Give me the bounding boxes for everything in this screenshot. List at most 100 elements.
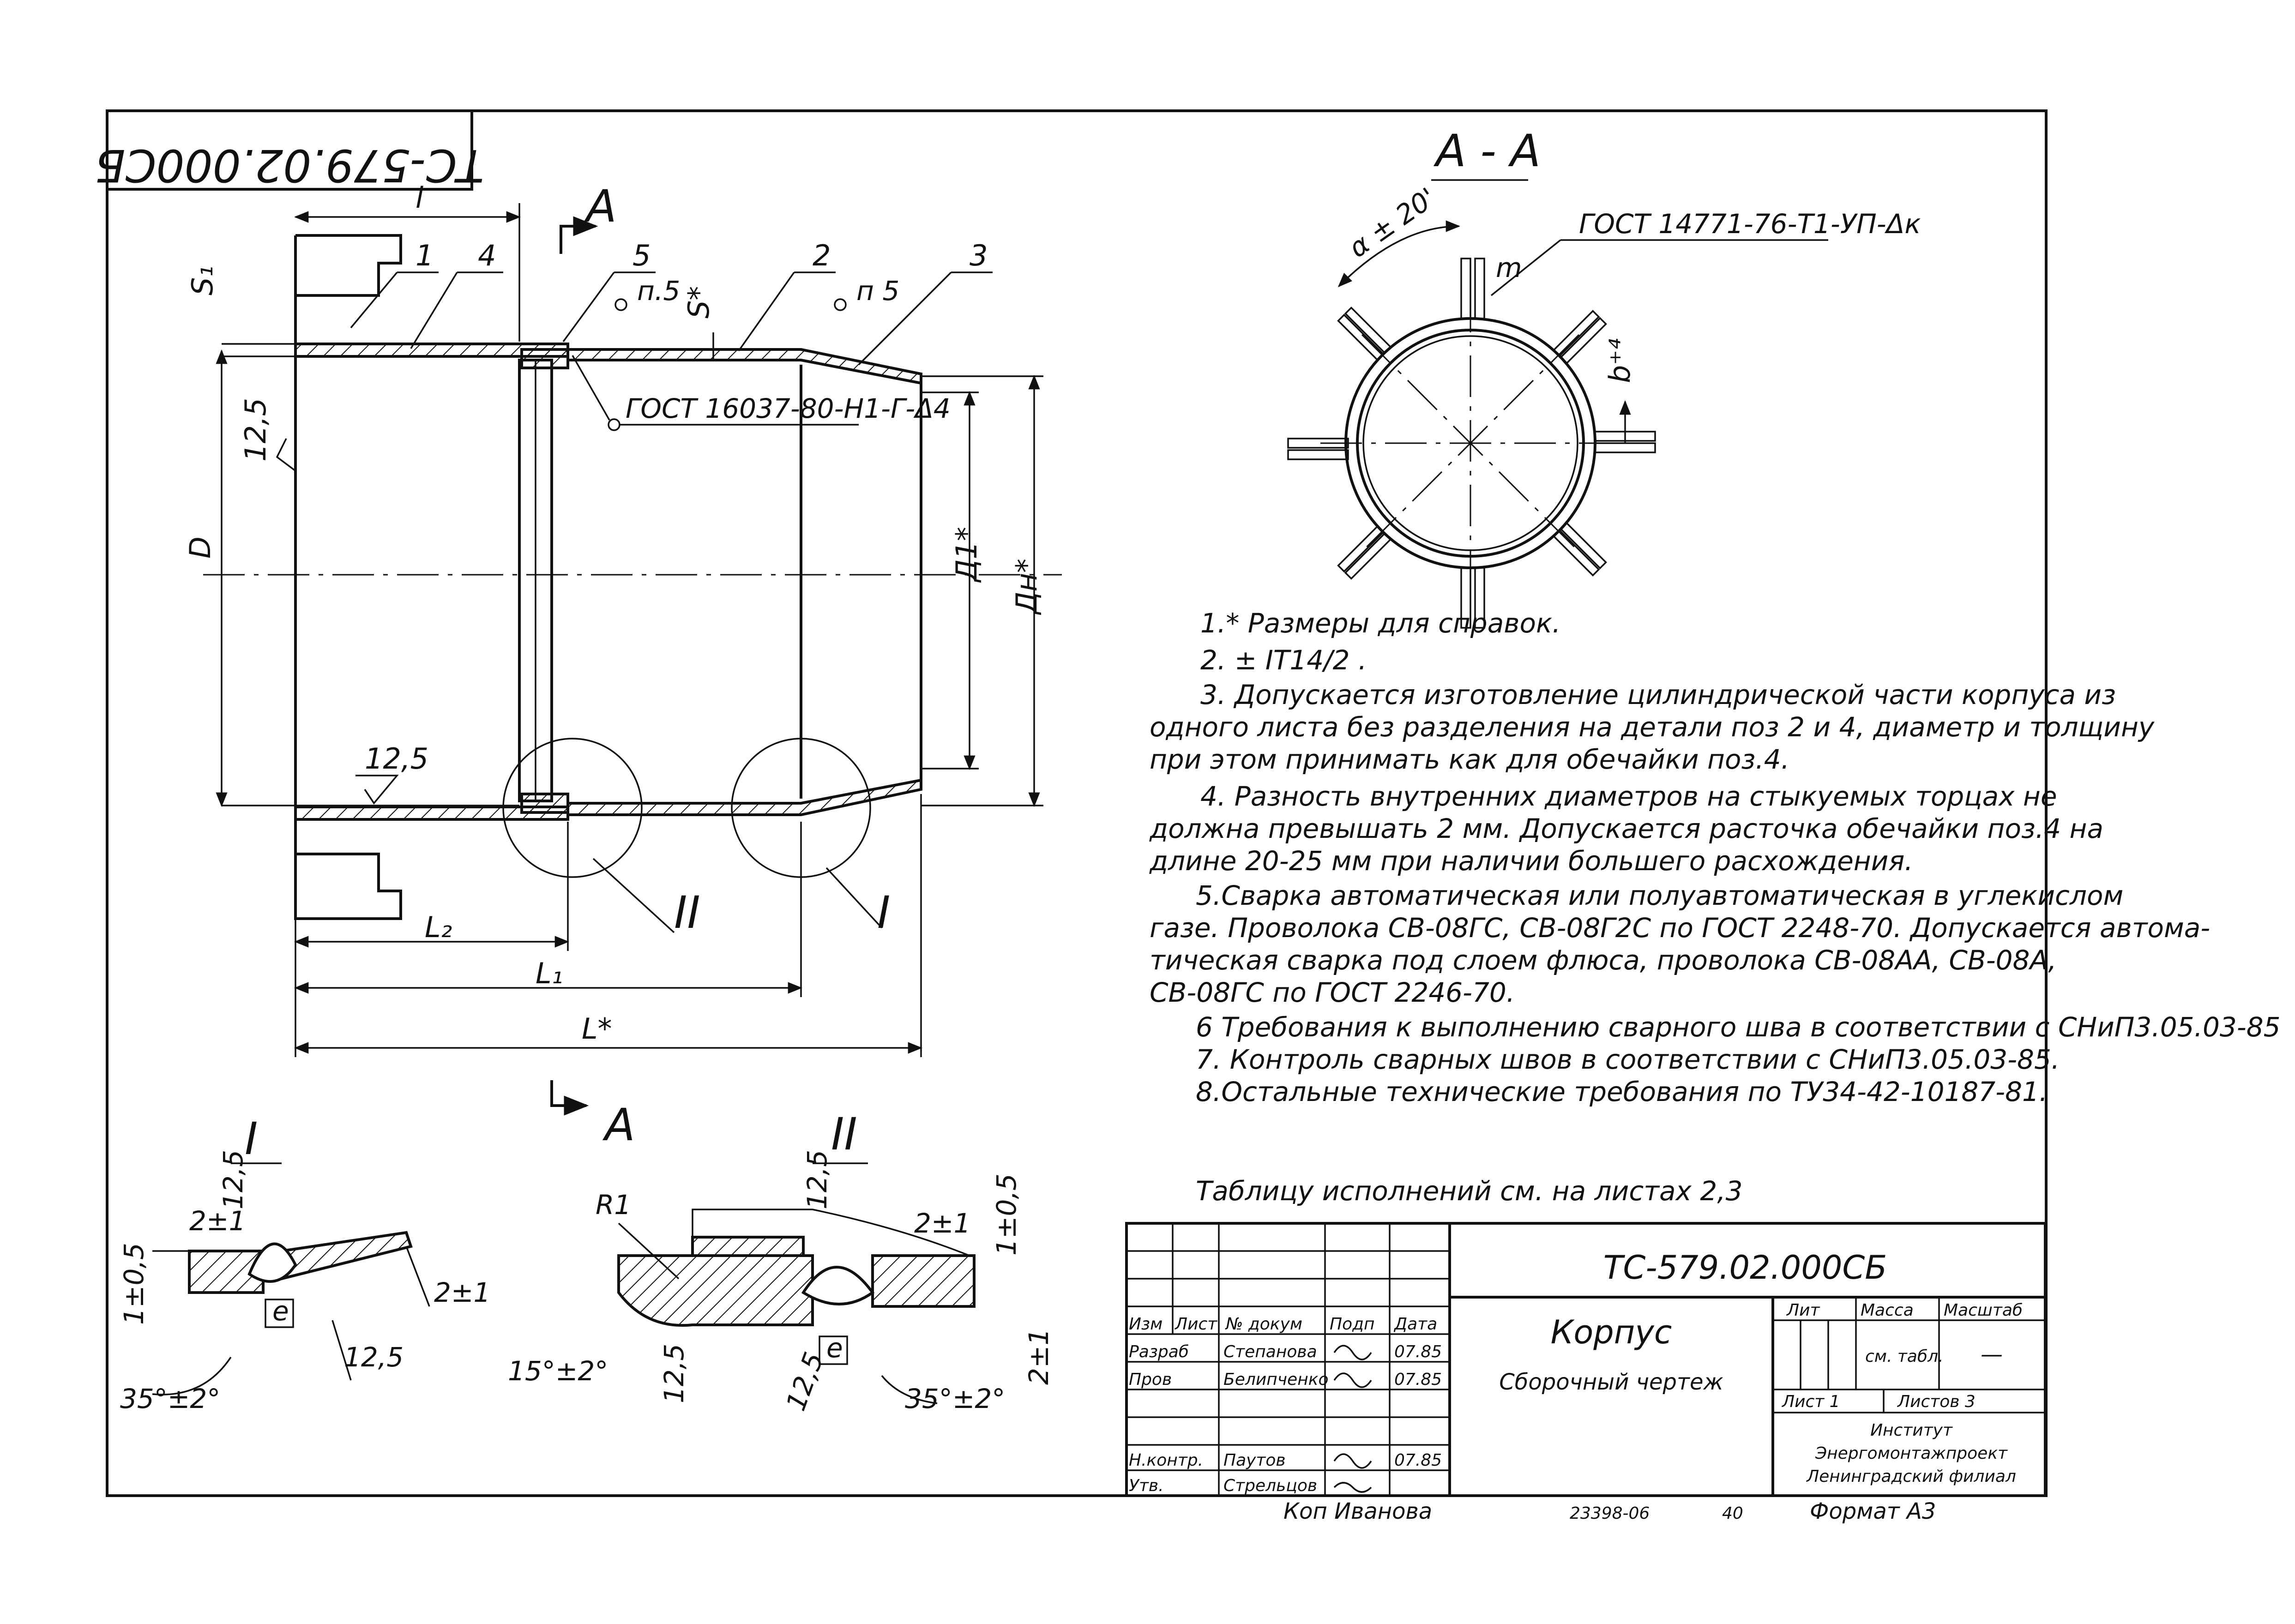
tb-designation: ТС-579.02.000СБ — [1603, 1249, 1887, 1287]
note-4: 4. Разность внутренних диаметров на стык… — [1200, 781, 2057, 812]
tb-role-4: Утв. — [1129, 1476, 1164, 1495]
tb-col-list: Лист — [1174, 1315, 1217, 1334]
footer-num: 40 — [1722, 1504, 1743, 1523]
detail-mark-II: II — [674, 887, 700, 938]
stamp-designation: ТС-579.02.000СБ — [95, 139, 484, 191]
detI-gap2: 2±1 — [434, 1277, 490, 1308]
detI-gap: 2±1 — [189, 1205, 246, 1237]
tb-scale-value: — — [1981, 1341, 2003, 1367]
detI-angle: 35°±2° — [120, 1383, 220, 1414]
detail-I: I 2±1 12,5 1±0,5 e 2±1 12,5 35°±2° — [118, 1113, 490, 1414]
note-6: 6 Требования к выполнению сварного шва в… — [1196, 1011, 2281, 1043]
tb-name-2: Белипченко — [1223, 1370, 1329, 1389]
footer-format: Формат А3 — [1810, 1498, 1936, 1524]
dim-l2: L₂ — [425, 910, 452, 944]
tb-col-doc: № докум — [1225, 1315, 1302, 1334]
detail-II: II R1 12,5 2±1 1±0,5 e 15°±2° 12,5 12,5 … — [508, 1108, 1054, 1415]
note-5d: СВ-08ГС по ГОСТ 2246-70. — [1150, 977, 1515, 1008]
tb-org-2: Энергомонтажпроект — [1815, 1444, 2008, 1463]
roughness-2: 12,5 — [365, 742, 428, 776]
pos-2: 2 — [813, 239, 831, 272]
tb-col-sign: Подп — [1330, 1315, 1375, 1334]
pos-4: 4 — [478, 239, 496, 272]
dim-l1: L₁ — [536, 956, 563, 990]
section-b: b⁺⁴ — [1603, 338, 1637, 383]
tb-role-3: Н.контр. — [1129, 1451, 1203, 1470]
tb-h-lit: Лит — [1786, 1301, 1820, 1320]
detII-rough-2: 12,5 — [658, 1344, 690, 1403]
tb-name-3: Паутов — [1223, 1451, 1286, 1470]
section-mark-top: А — [584, 180, 617, 232]
stamp-box: ТС-579.02.000СБ — [95, 109, 484, 191]
note-3c: при этом принимать как для обечайки поз.… — [1150, 744, 1789, 775]
tb-h-mass: Масса — [1861, 1301, 1914, 1320]
detI-e: e — [272, 1295, 289, 1327]
detII-angle-2: 35°±2° — [905, 1383, 1005, 1414]
tb-name: Корпус — [1551, 1313, 1672, 1351]
tb-date-2: 07.85 — [1394, 1370, 1442, 1389]
detII-rough-3: 12,5 — [780, 1348, 830, 1415]
tb-date-3: 07.85 — [1394, 1451, 1442, 1470]
detII-gap: 2±1 — [914, 1208, 970, 1239]
tb-role-2: Пров — [1129, 1370, 1172, 1389]
section-mark-bottom: А — [602, 1099, 635, 1151]
dim-s: S* — [682, 286, 716, 319]
section-angle: α ± 20' — [1343, 181, 1442, 264]
weld-note-main: ГОСТ 16037-80-Н1-Г-Δ4 — [626, 393, 951, 424]
detII-e: e — [826, 1332, 843, 1364]
dim-dn: Дн* — [1010, 559, 1043, 615]
pos-3: 3 — [970, 239, 988, 272]
detail-I-title: I — [245, 1113, 258, 1165]
roughness-1: 12,5 — [239, 398, 272, 462]
tb-sheets: Листов 3 — [1897, 1392, 1976, 1411]
note-7: 7. Контроль сварных швов в соответствии … — [1196, 1044, 2060, 1075]
tb-doctype: Сборочный чертеж — [1499, 1369, 1723, 1395]
tb-col-date: Дата — [1393, 1315, 1437, 1334]
technical-notes: 1.* Размеры для справок. 2. ± IT14/2 . 3… — [1149, 607, 2281, 1207]
weld-ref-1: п.5 — [637, 275, 680, 307]
detII-face: 1±0,5 — [991, 1173, 1022, 1256]
footer-inv: 23398-06 — [1570, 1504, 1650, 1523]
dim-d: D — [183, 536, 217, 559]
title-block: Изм Лист № докум Подп Дата Разраб Степан… — [1125, 1222, 2047, 1497]
detail-mark-I: I — [877, 887, 890, 938]
tb-org-3: Ленинградский филиал — [1806, 1467, 2016, 1486]
note-1: 1.* Размеры для справок. — [1200, 607, 1560, 639]
dim-s1: S₁ — [186, 266, 219, 295]
note-4b: должна превышать 2 мм. Допускается расто… — [1149, 813, 2103, 844]
note-5c: тическая сварка под слоем флюса, проволо… — [1150, 944, 2057, 976]
tb-h-scale: Масштаб — [1944, 1301, 2023, 1320]
tb-mass-value: см. табл. — [1865, 1347, 1944, 1366]
detII-r1: R1 — [596, 1189, 631, 1221]
pos-5: 5 — [632, 239, 651, 272]
tb-sheet: Лист 1 — [1781, 1392, 1840, 1411]
note-3: 3. Допускается изготовление цилиндрическ… — [1200, 679, 2116, 710]
main-view: l S₁ D 12,5 S* Д1* Дн* L₂ L₁ L* 1 4 — [183, 180, 1062, 1151]
dim-d1: Д1* — [950, 527, 983, 583]
tb-date-1: 07.85 — [1394, 1342, 1442, 1361]
section-title: А - А — [1433, 125, 1541, 177]
weld-ref-2: п 5 — [856, 275, 899, 307]
note-2: 2. ± IT14/2 . — [1200, 644, 1367, 676]
section-weld-note: ГОСТ 14771-76-Т1-УП-Δк — [1579, 208, 1921, 240]
detII-rough-1: 12,5 — [801, 1150, 833, 1209]
tb-org-1: Институт — [1870, 1421, 1953, 1440]
section-view: А - А α ± 20' ГОСТ 14771-76-Т1-УП-Δк m b… — [1287, 125, 1921, 629]
tb-col-izm: Изм — [1129, 1315, 1163, 1334]
dim-l-total: L* — [582, 1012, 612, 1046]
tb-role-1: Разраб — [1129, 1342, 1189, 1361]
detII-angle-1: 15°±2° — [508, 1355, 608, 1387]
detail-II-circle — [502, 738, 643, 878]
detII-gap2: 2±1 — [1023, 1329, 1054, 1385]
note-3b: одного листа без разделения на детали по… — [1150, 711, 2155, 743]
shell-top-wall — [294, 343, 922, 385]
note-4c: длине 20-25 мм при наличии большего расх… — [1149, 845, 1913, 877]
sheet-frame — [106, 109, 2048, 1497]
detI-rough-2: 12,5 — [344, 1341, 404, 1373]
section-m: m — [1496, 252, 1522, 283]
footer: Коп Иванова 23398-06 40 Формат А3 — [1283, 1498, 1936, 1524]
detI-rough-1: 12,5 — [217, 1150, 249, 1209]
detail-II-title: II — [831, 1108, 857, 1160]
note-8: 8.Остальные технические требования по ТУ… — [1196, 1076, 2048, 1107]
